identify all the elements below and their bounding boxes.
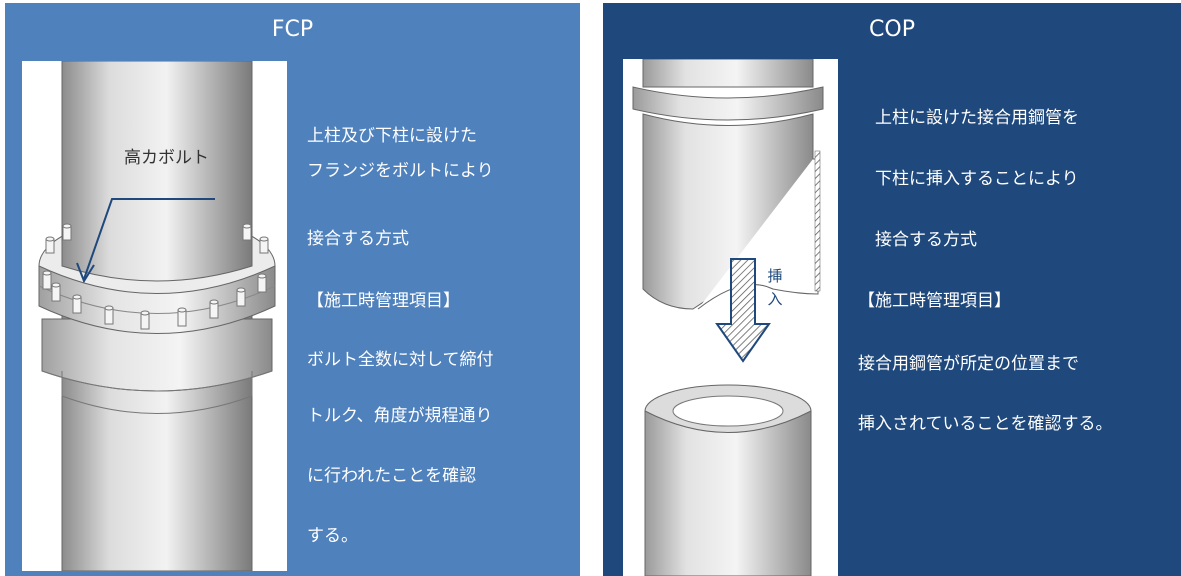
cop-desc-line-6: 挿入されていることを確認する。	[858, 414, 1113, 434]
fcp-panel: FCP	[5, 3, 580, 576]
bolt-leader-arrowhead	[76, 262, 95, 284]
fcp-desc-line-2: フランジをボルトにより	[307, 161, 494, 181]
pipe-section-hatch	[814, 150, 821, 292]
cop-desc-line-3: 接合する方式	[875, 230, 977, 250]
cop-title: COP	[869, 17, 915, 42]
cop-desc-line-4: 【施工時管理項目】	[858, 291, 1011, 311]
bolt-heads	[42, 223, 269, 330]
cop-desc-line-5: 接合用鋼管が所定の位置まで	[858, 354, 1079, 374]
cop-desc-line-2: 下柱に挿入することにより	[875, 169, 1079, 189]
lower-column-body	[644, 410, 812, 576]
fcp-desc-line-5: ボルト全数に対して締付	[307, 350, 494, 370]
fcp-desc-line-6: トルク、角度が規程通り	[307, 406, 493, 426]
fcp-flange-illustration	[38, 61, 276, 571]
upper-column	[642, 59, 814, 88]
cop-insertion-illustration	[632, 59, 824, 576]
bolt-label: 高カボルト	[124, 148, 209, 168]
cop-figure: 挿入	[623, 59, 838, 576]
fcp-figure: 高カボルト	[22, 61, 287, 571]
cop-panel: COP	[603, 3, 1181, 576]
fcp-desc-line-4: 【施工時管理項目】	[307, 291, 460, 311]
upper-collar	[632, 86, 824, 121]
cop-desc-line-1: 上柱に設けた接合用鋼管を	[875, 108, 1079, 128]
fcp-desc-line-8: する。	[307, 526, 358, 546]
insert-label: 挿入	[767, 267, 783, 308]
fcp-title: FCP	[271, 17, 314, 42]
fcp-desc-line-3: 接合する方式	[307, 229, 409, 249]
insert-arrow	[715, 258, 771, 363]
bolt-leader-line	[83, 198, 215, 280]
joint-pipe-lower	[697, 158, 819, 310]
fcp-desc-line-7: に行われたことを確認	[307, 466, 477, 486]
lower-column-bore	[672, 395, 784, 427]
fcp-desc-line-1: 上柱及び下柱に設けた	[307, 126, 477, 146]
